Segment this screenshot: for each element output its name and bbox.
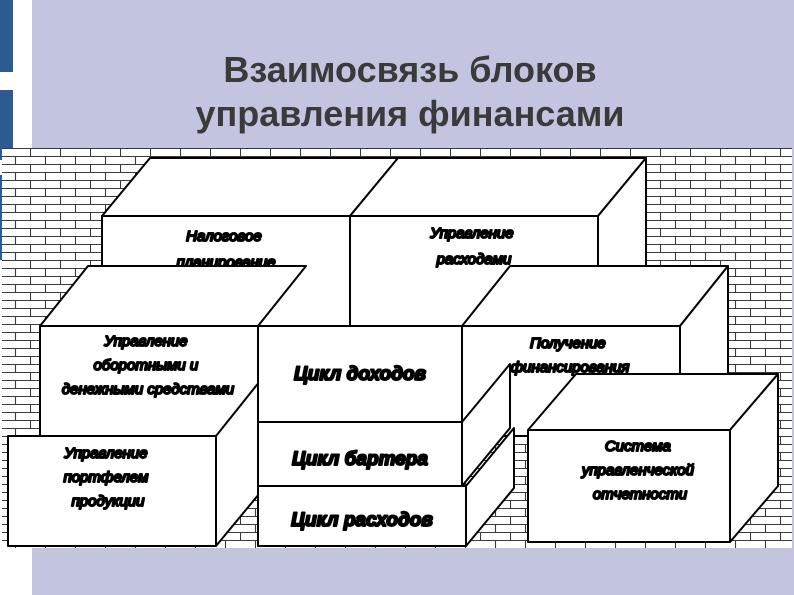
block-product-portfolio-line-1: Управление xyxy=(63,445,147,462)
block-expense-management-line-1: Управление xyxy=(429,225,513,242)
block-working-capital-line-1: Управление xyxy=(103,333,187,350)
block-working-capital-line-3: денежными средствами xyxy=(62,381,235,398)
block-income-cycle-label: Цикл доходов xyxy=(294,364,426,385)
block-management-reporting-line-1: Система xyxy=(605,438,671,455)
block-expense-cycle-label: Цикл расходов xyxy=(291,510,433,531)
block-management-reporting-line-2: управленческой xyxy=(581,462,695,479)
block-product-portfolio-line-3: продукции xyxy=(72,493,146,510)
slide-title-line-1: Взаимосвязь блоков xyxy=(60,48,760,92)
block-tax-planning-line-1: Налоговое xyxy=(186,228,262,245)
slide-title-line-2: управления финансами xyxy=(60,92,760,136)
block-working-capital-line-2: оборотными и xyxy=(94,357,199,374)
block-expense-management-line-2: расходами xyxy=(436,251,512,268)
svg-text:Управление портфелем: Управление портфелем продукции xyxy=(63,445,152,510)
side-accent-bar-top xyxy=(0,0,13,72)
slide-title: Взаимосвязь блоков управления финансами xyxy=(60,48,760,136)
finance-blocks-diagram: Налоговое планирование Управление расход… xyxy=(0,148,794,553)
block-product-portfolio-line-2: портфелем xyxy=(63,469,148,486)
block-management-reporting: Система управленческой отчетности xyxy=(528,374,778,542)
block-barter-cycle-label: Цикл бартера xyxy=(292,449,428,470)
block-financing-line-1: Получение xyxy=(530,335,606,352)
block-income-cycle: Цикл доходов xyxy=(258,326,462,422)
block-management-reporting-line-3: отчетности xyxy=(593,486,688,503)
